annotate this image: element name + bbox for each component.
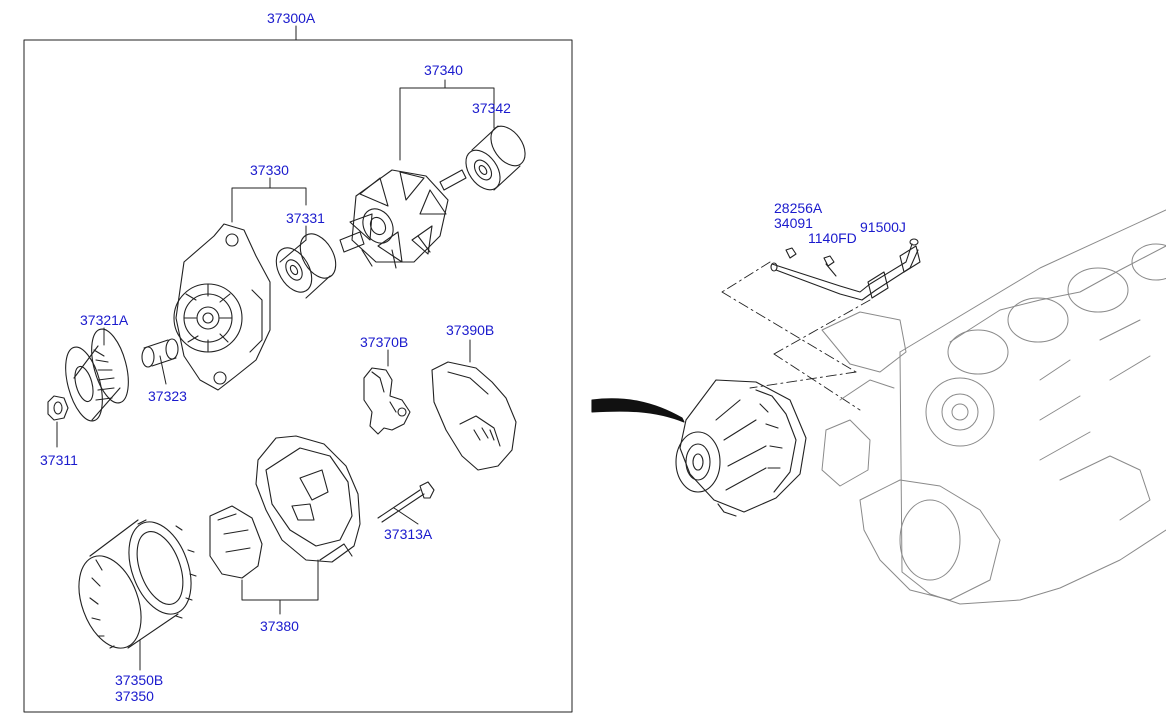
label-stator-line1: 37350B xyxy=(115,672,164,688)
front-bracket-leader xyxy=(231,177,307,241)
stator-drawing xyxy=(78,519,197,649)
rear-bracket-drawing xyxy=(209,435,361,579)
nut-drawing xyxy=(47,395,69,421)
pulley-drawing xyxy=(65,328,129,422)
regulator-drawing xyxy=(363,367,411,435)
install-arrow xyxy=(591,398,685,423)
front-bracket-drawing xyxy=(173,223,271,391)
label-washer[interactable]: 34091 xyxy=(774,215,813,231)
label-rotor-assy[interactable]: 37340 xyxy=(424,62,463,78)
engine-block-drawing xyxy=(821,209,1166,605)
label-bracket[interactable]: 91500J xyxy=(860,219,906,235)
label-stator-group[interactable]: 37350B 37350 xyxy=(115,672,163,704)
label-nut[interactable]: 37311 xyxy=(40,452,78,468)
label-front-bracket-assy[interactable]: 37330 xyxy=(250,162,289,178)
label-through-bolt[interactable]: 37313A xyxy=(384,526,433,542)
label-rear-bracket-assy[interactable]: 37380 xyxy=(260,618,299,634)
label-rotor-bearing[interactable]: 37342 xyxy=(472,100,511,116)
rotor-drawing xyxy=(339,169,467,269)
label-pipe-clip[interactable]: 28256A xyxy=(774,200,823,216)
label-bolt[interactable]: 1140FD xyxy=(808,230,857,246)
label-assembly[interactable]: 37300A xyxy=(267,10,316,26)
label-stator-line2: 37350 xyxy=(115,688,154,704)
assembly-frame xyxy=(23,39,573,713)
rear-cover-drawing xyxy=(431,361,517,471)
label-pulley[interactable]: 37321A xyxy=(80,312,129,328)
label-regulator[interactable]: 37370B xyxy=(360,334,409,350)
rotor-leader xyxy=(399,79,495,161)
front-bearing-drawing xyxy=(275,233,337,299)
label-rear-cover[interactable]: 37390B xyxy=(446,322,495,338)
guide-lines xyxy=(721,261,871,411)
label-front-bearing[interactable]: 37331 xyxy=(286,210,325,226)
installed-alternator-drawing xyxy=(675,379,807,517)
part-leaders xyxy=(56,327,471,671)
spacer-drawing xyxy=(141,338,179,368)
rotor-bearing-drawing xyxy=(465,125,526,191)
pipe-bracket-drawing xyxy=(770,238,921,301)
through-bolt-drawing xyxy=(377,481,435,523)
label-spacer[interactable]: 37323 xyxy=(148,388,187,404)
